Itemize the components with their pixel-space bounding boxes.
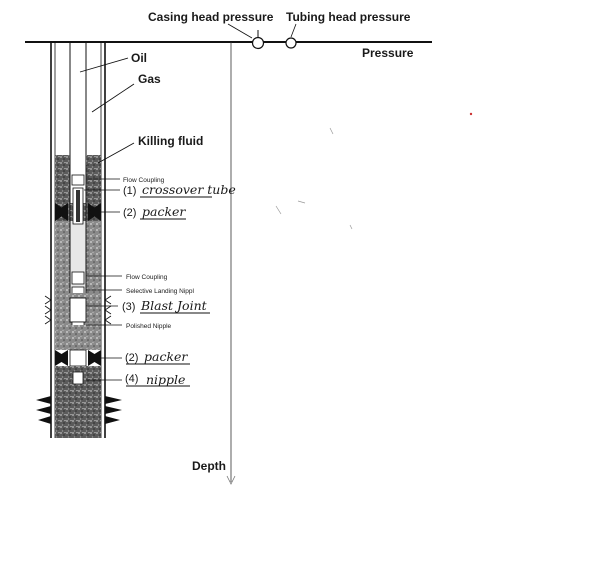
killing-fluid-label: Killing fluid [138, 134, 203, 148]
flow-coupling-2-label: Flow Coupling [126, 274, 168, 281]
selective-landing-label: Selective Landing Nippl [126, 288, 194, 295]
gas-leader [91, 83, 135, 113]
blast-joint-label: Blast Joint [140, 298, 208, 313]
wellbore [36, 42, 122, 438]
tubing-head-pressure-label: Tubing head pressure [286, 10, 411, 24]
packer-2-number: (2) [125, 352, 138, 364]
casing-gauge-leader [227, 23, 253, 39]
tubing-gauge-icon [285, 37, 297, 49]
gas-label: Gas [138, 72, 161, 86]
nipple-label: nipple [146, 372, 185, 387]
pressure-axis-label: Pressure [362, 46, 414, 60]
crossover-tube-number: (1) [123, 185, 136, 197]
oil-label: Oil [131, 51, 147, 65]
stray-marks [275, 127, 353, 230]
tubing-gauge-leader [290, 23, 297, 38]
casing-gauge-icon [251, 36, 265, 50]
flow-coupling-1-label: Flow Coupling [123, 177, 165, 184]
casing-head-pressure-label: Casing head pressure [148, 10, 274, 24]
blast-joint-number: (3) [122, 301, 135, 313]
nipple-number: (4) [125, 373, 138, 385]
polished-nipple-label: Polished Nipple [126, 323, 172, 330]
crossover-tube-label: crossover tube [142, 182, 236, 197]
depth-axis-label: Depth [192, 459, 226, 473]
component-leaders [84, 178, 122, 381]
packer-1-number: (2) [123, 207, 136, 219]
oil-leader [79, 57, 129, 73]
packer-1-label: packer [142, 204, 186, 219]
packer-2-label: packer [144, 349, 188, 364]
stray-dot [469, 112, 473, 116]
depth-axis-arrow [226, 475, 236, 485]
killing-fluid-leader [97, 142, 135, 164]
